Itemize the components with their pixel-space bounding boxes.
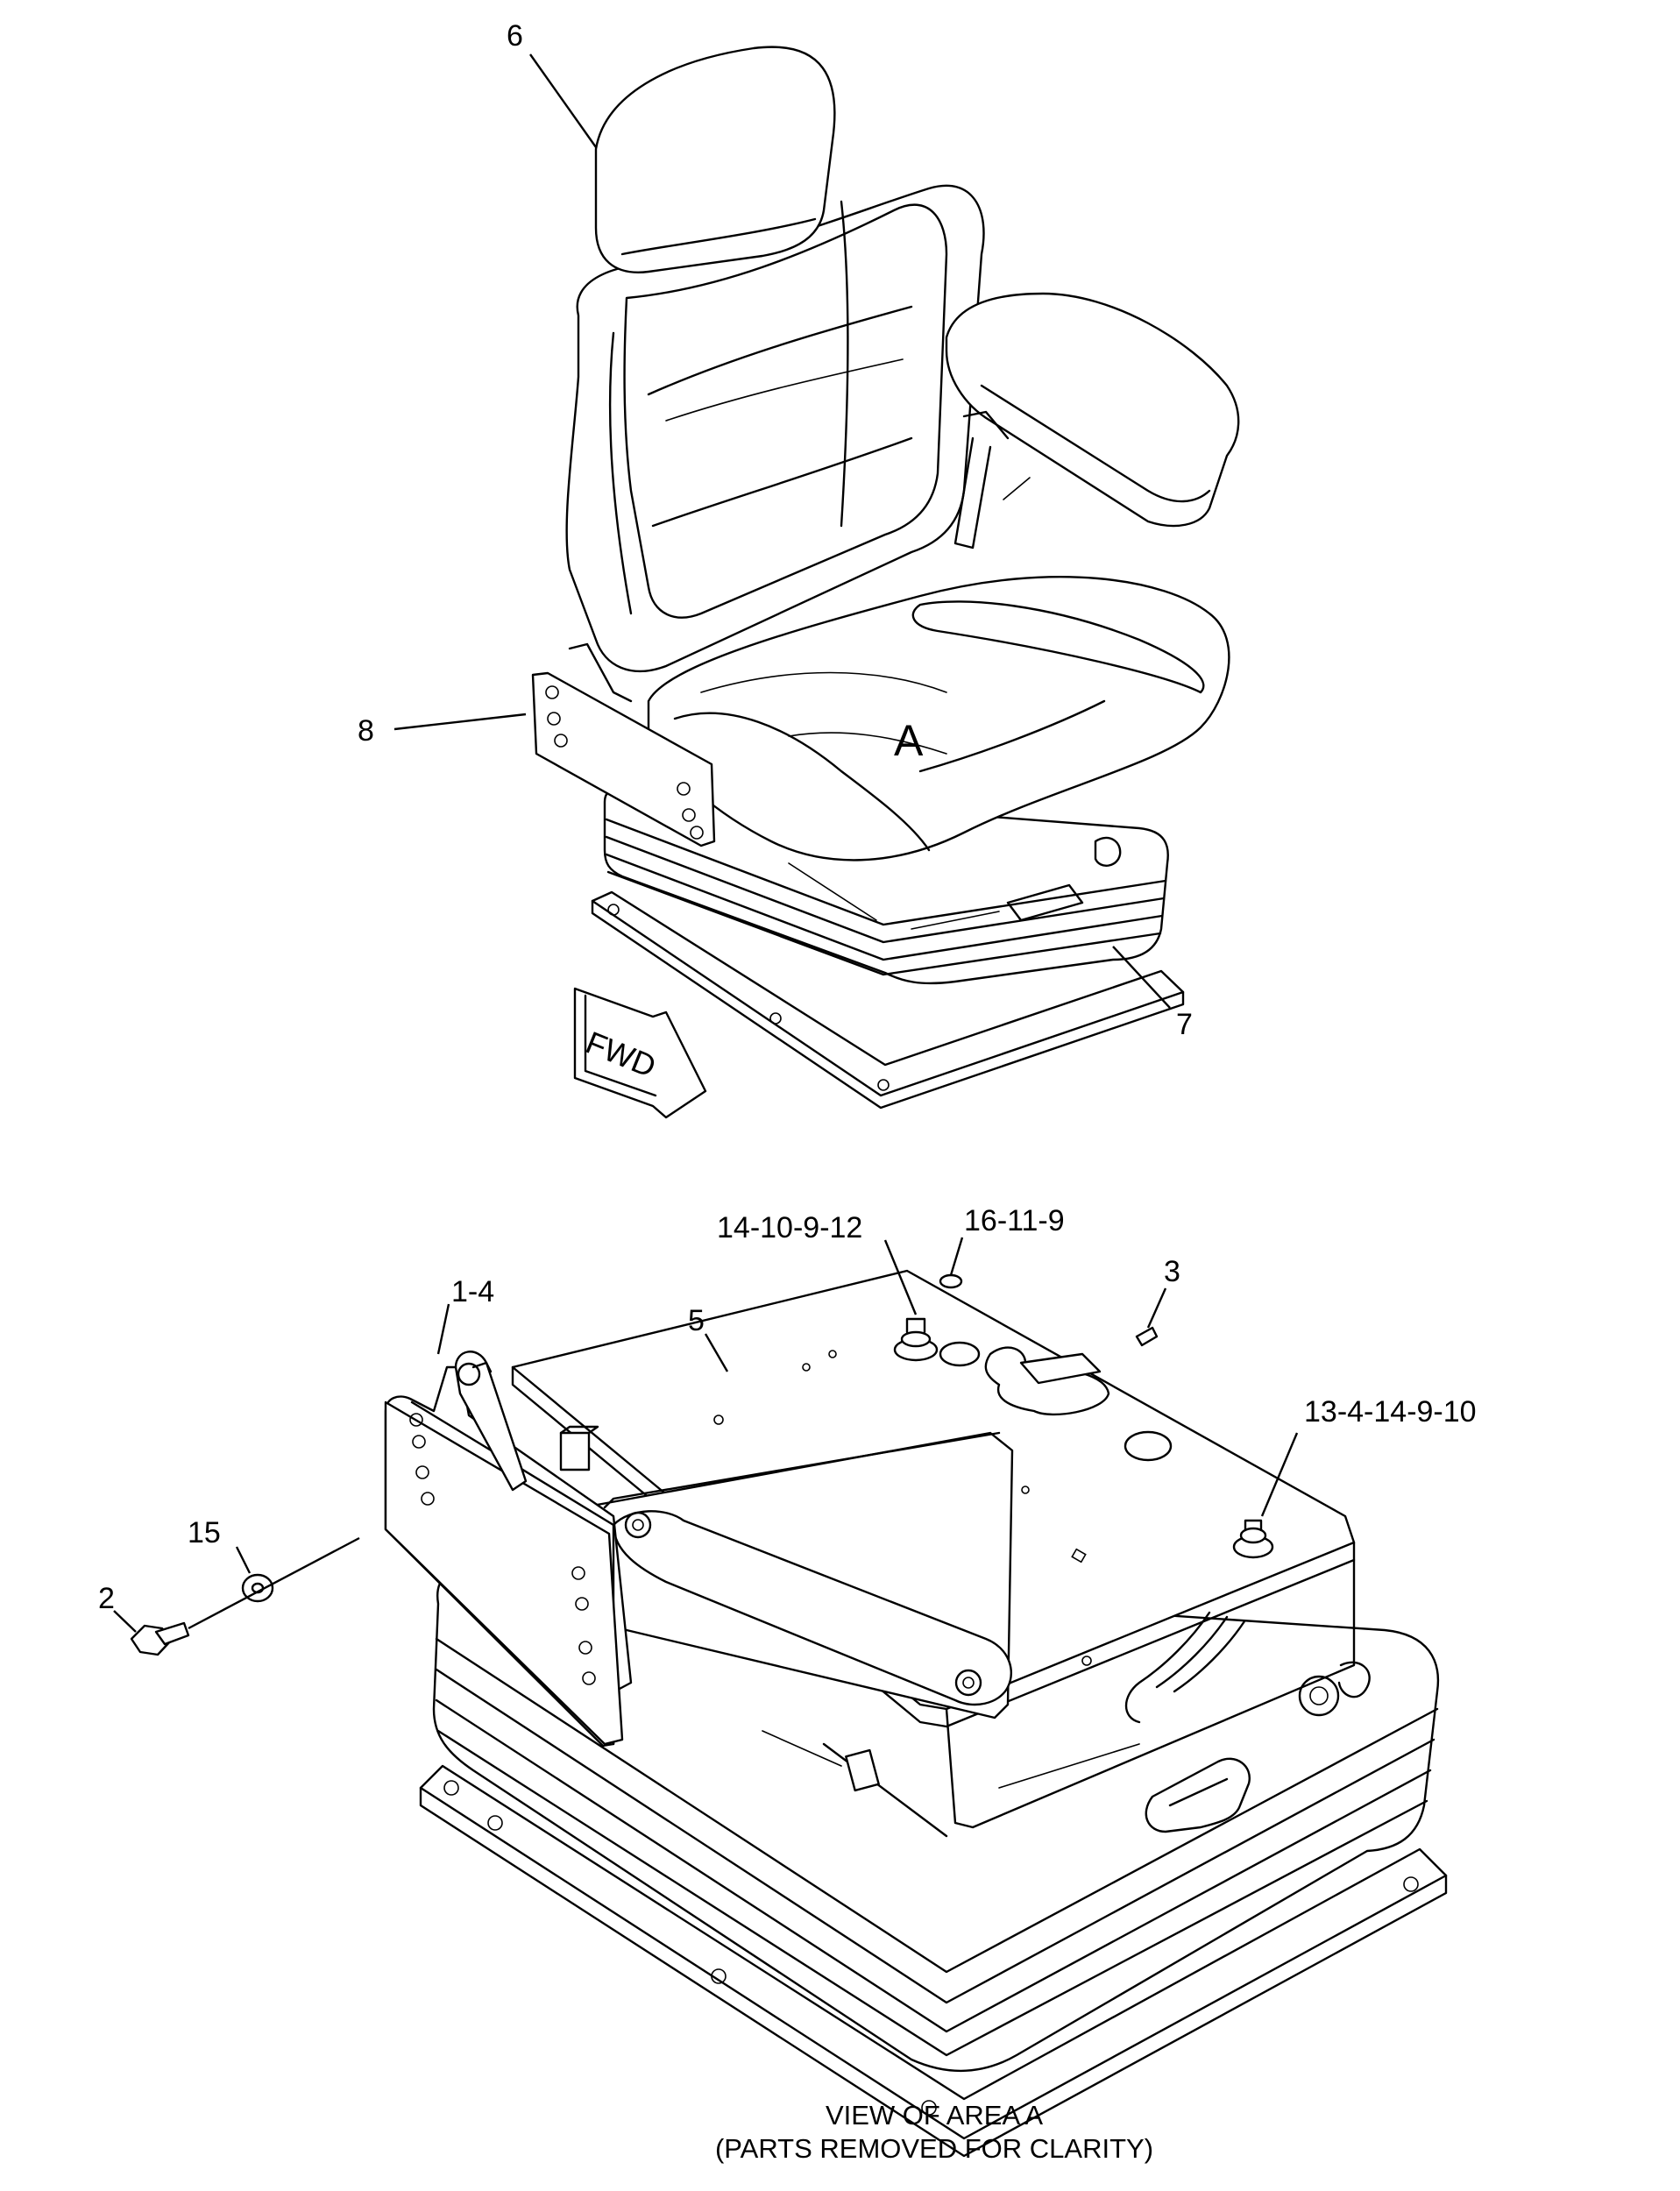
leader-6 <box>529 53 597 148</box>
detail-side-bracket <box>384 1351 633 1748</box>
callout-1-4: 1-4 <box>451 1275 494 1308</box>
detail-bolt-2 <box>130 1621 190 1656</box>
callout-13-4-14-9-10: 13-4-14-9-10 <box>1304 1395 1477 1429</box>
seat-headrest <box>594 46 836 273</box>
seat-armrest <box>945 292 1240 550</box>
leader-15 <box>235 1546 252 1574</box>
seat-assembly: FWD 6 8 7 A <box>358 19 1240 1119</box>
callout-16-11-9: 16-11-9 <box>964 1204 1065 1237</box>
detail-base-plate <box>419 1764 1448 2158</box>
detail-nut-stack-lower <box>1232 1519 1274 1559</box>
detail-seat-arm-bracket <box>581 1431 1014 1719</box>
leader-8 <box>393 713 527 731</box>
leader-3 <box>1146 1287 1167 1329</box>
callout-5: 5 <box>688 1304 705 1337</box>
leader-1-4 <box>436 1303 450 1355</box>
callout-15: 15 <box>188 1516 221 1549</box>
detail-screw-3 <box>1135 1326 1159 1347</box>
caption-line-1: VIEW OF AREA A <box>826 2100 1043 2131</box>
leader-14-10-9-12 <box>883 1239 918 1315</box>
leader-2 <box>113 1610 137 1633</box>
seat-base-plate <box>591 890 1185 1110</box>
seat-cushion <box>647 576 1230 862</box>
leader-5 <box>704 1333 729 1372</box>
callout-8: 8 <box>358 714 374 748</box>
leader-7 <box>1112 946 1171 1009</box>
detail-suspension-bellows <box>432 1566 1440 2073</box>
leader-13-4-14-9-10 <box>1260 1432 1299 1517</box>
area-a-label: A <box>894 716 924 765</box>
caption-line-2: (PARTS REMOVED FOR CLARITY) <box>715 2133 1153 2164</box>
leader-16-11-9 <box>949 1237 964 1276</box>
callout-2: 2 <box>98 1582 115 1615</box>
detail-connector-block <box>559 1425 599 1471</box>
area-a-detail-view: 14-10-9-12 16-11-9 3 1-4 5 13-4-14-9-10 … <box>98 1204 1477 2158</box>
detail-stud-16 <box>939 1273 963 1289</box>
seat-side-bracket <box>531 642 716 847</box>
callout-7: 7 <box>1176 1008 1193 1041</box>
callout-3: 3 <box>1164 1255 1180 1288</box>
detail-slide-rail-mechanism <box>762 1558 1371 1838</box>
detail-nut-stack-upper <box>893 1317 939 1362</box>
seat-suspension-bellows <box>603 785 1169 985</box>
forward-arrow-icon: FWD <box>573 987 707 1119</box>
assembly-axis-line <box>188 1536 360 1630</box>
callout-14-10-9-12: 14-10-9-12 <box>717 1211 862 1244</box>
callout-6: 6 <box>507 19 523 53</box>
seat-adjust-mechanism <box>788 836 1122 930</box>
